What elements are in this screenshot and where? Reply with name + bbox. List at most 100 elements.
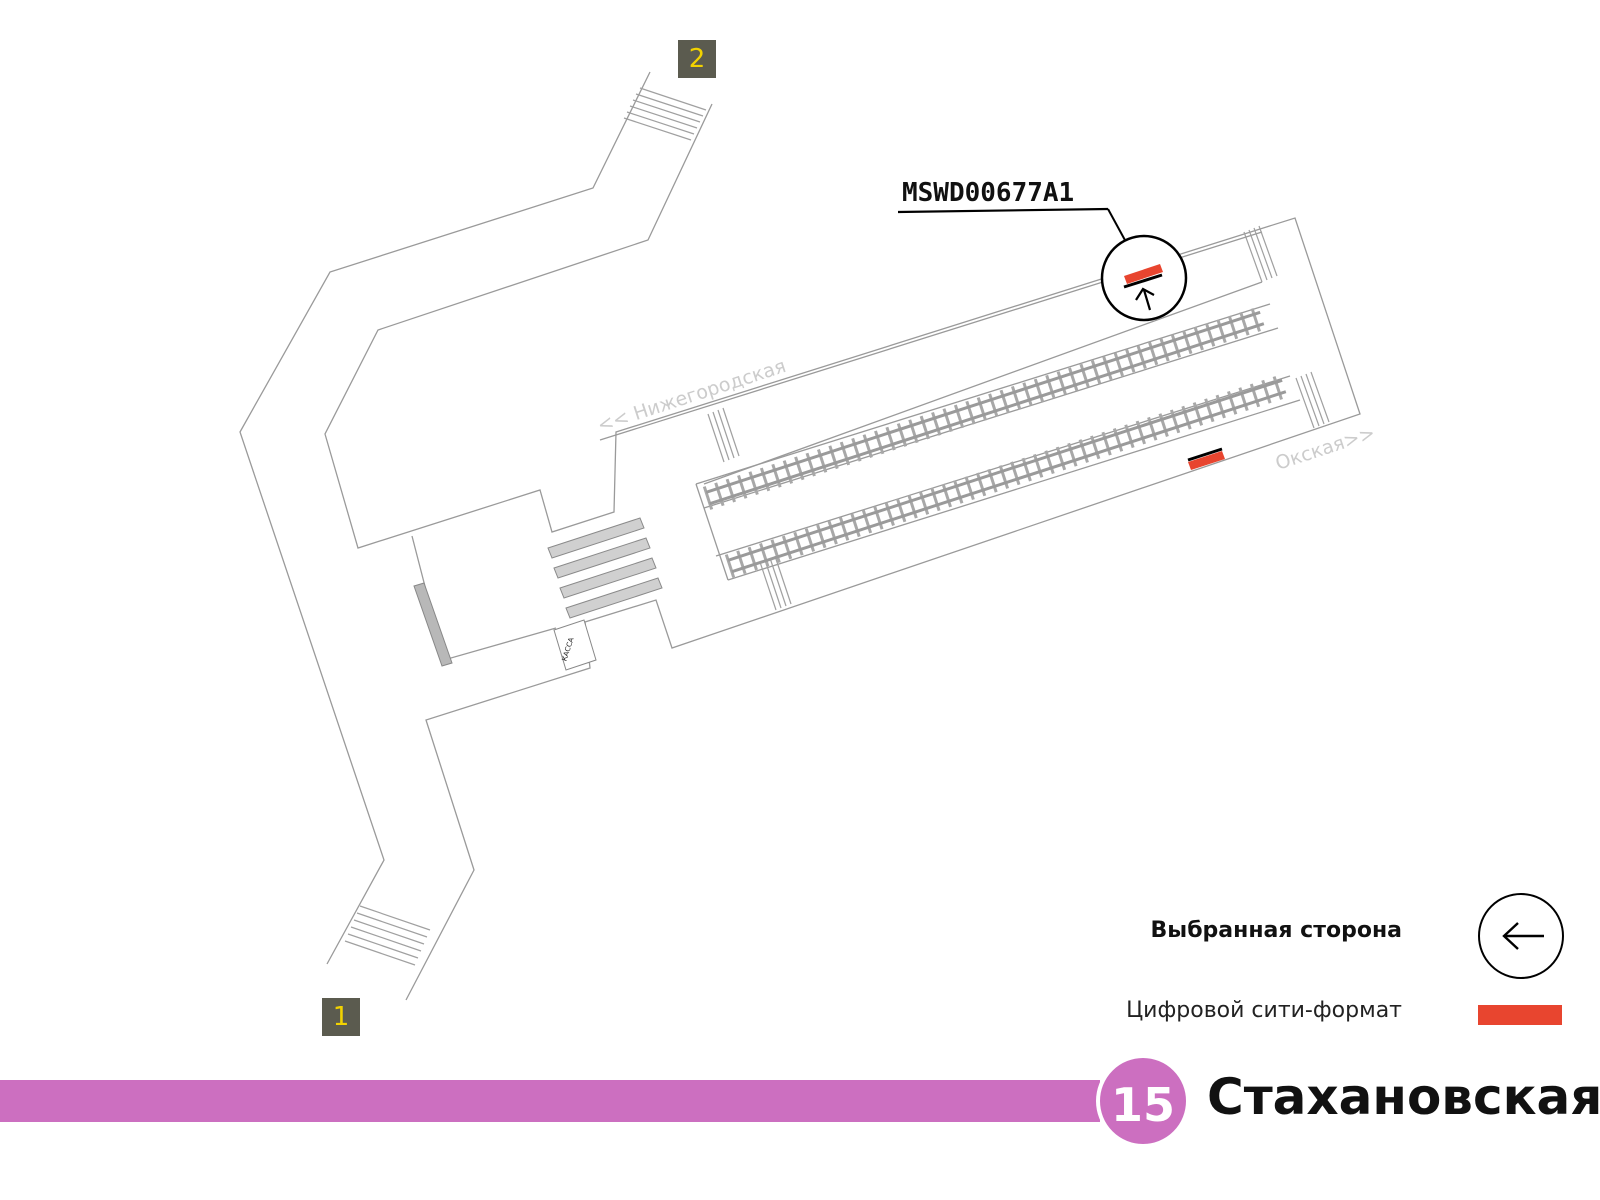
track-sleeper (1272, 376, 1283, 400)
line-number-badge: 15 (1096, 1054, 1190, 1148)
track-sleeper (1090, 360, 1102, 384)
track-sleeper (1055, 446, 1067, 471)
view-direction-arrow-icon (1135, 287, 1155, 311)
track-sleeper (931, 411, 942, 436)
turnstile-bar (413, 582, 453, 667)
direction-east-label: Окская>> (1273, 422, 1378, 475)
track-sleeper (816, 524, 827, 549)
legend-digital-format-swatch (1478, 1005, 1562, 1025)
track-sleeper (747, 546, 758, 571)
callout-leader (897, 207, 1127, 243)
track-sleeper (1022, 382, 1033, 407)
track-sleeper (737, 474, 748, 499)
track-rail (709, 322, 1265, 506)
track-sleeper (1249, 383, 1261, 408)
track-sleeper (1044, 450, 1055, 475)
corridor-outer (239, 71, 651, 965)
selected-panel-red (1124, 264, 1163, 284)
track-sleeper (1078, 439, 1089, 463)
track-sleeper (748, 471, 759, 496)
exit-2-badge[interactable]: 2 (678, 40, 716, 78)
track-sleeper (1204, 398, 1215, 423)
track-sleeper (1135, 420, 1146, 445)
track-sleeper (816, 449, 828, 473)
track-sleeper (1124, 424, 1135, 449)
track-sleeper (873, 505, 884, 530)
track-sleeper (1033, 378, 1045, 403)
stairs-platform-east-upper (1243, 225, 1278, 283)
platform-lower-edge-2 (727, 399, 1301, 581)
track-sleeper (1182, 330, 1193, 355)
track-sleeper (1261, 379, 1272, 404)
track-sleeper (1056, 371, 1067, 395)
track-sleeper (1068, 367, 1079, 392)
track-sleeper (793, 531, 804, 556)
track-sleeper (861, 509, 873, 534)
track-sleeper (1021, 457, 1032, 482)
track-sleeper (975, 472, 987, 497)
track-sleeper (771, 463, 782, 488)
track-sleeper (1170, 334, 1182, 358)
legend-digital-format-label: Цифровой сити-формат (1126, 998, 1402, 1023)
track-sleeper (862, 434, 873, 458)
track-sleeper (1147, 416, 1158, 441)
platform-lower-edge (715, 375, 1291, 557)
track-sleeper (1101, 431, 1112, 456)
track-sleeper (838, 517, 850, 541)
track-sleeper (1205, 322, 1216, 347)
platform-west-edge (695, 483, 729, 581)
track-sleeper (1010, 461, 1021, 486)
track-sleeper (1158, 413, 1169, 437)
track-sleeper (851, 437, 862, 462)
track-sleeper (896, 498, 907, 523)
track-sleeper (1193, 326, 1204, 351)
track-sleeper (804, 528, 816, 552)
selected-panel-face (1123, 273, 1163, 289)
track-sleeper (907, 494, 918, 519)
track-sleeper (874, 430, 885, 455)
digital-panel-marker[interactable] (1187, 447, 1225, 470)
track-sleeper (1169, 409, 1181, 434)
kassa-booth (553, 619, 597, 671)
track-sleeper (850, 513, 861, 538)
track-lower (724, 376, 1287, 578)
track-sleeper (782, 460, 794, 484)
track-sleeper (1112, 428, 1124, 452)
track-sleeper (976, 397, 988, 421)
track-sleeper (1033, 454, 1044, 478)
track-sleeper (1181, 405, 1192, 430)
track-sleeper (1227, 390, 1238, 415)
track-sleeper (1067, 442, 1078, 467)
track-sleeper (794, 456, 805, 481)
track-sleeper (1113, 352, 1124, 377)
track-sleeper (941, 483, 952, 508)
track-sleeper (1215, 394, 1226, 419)
stairs-platform-west-lower (759, 555, 792, 611)
track-sleeper (1011, 386, 1022, 410)
track-sleeper (919, 415, 930, 440)
exit-1-badge[interactable]: 1 (322, 998, 360, 1036)
stairs-platform-west-upper (707, 407, 740, 463)
track-sleeper (1136, 345, 1147, 369)
direction-west-label: << Нижегородская (595, 355, 789, 437)
legend-selected-side-icon (1478, 893, 1564, 979)
stairs-exit-2 (623, 87, 707, 141)
track-upper (702, 308, 1265, 510)
track-rail (705, 310, 1261, 494)
track-sleeper (770, 539, 781, 564)
legend-selected-side-label: Выбранная сторона (1150, 918, 1402, 943)
track-sleeper (999, 389, 1010, 414)
track-sleeper (1227, 315, 1239, 340)
selected-panel-callout[interactable] (1100, 234, 1188, 322)
track-sleeper (1125, 348, 1136, 373)
track-sleeper (1102, 356, 1113, 381)
track-sleeper (1239, 311, 1250, 336)
track-sleeper (896, 423, 908, 447)
track-sleeper (1216, 319, 1227, 344)
track-sleeper (953, 479, 964, 504)
station-name: Стахановская (1207, 1068, 1600, 1126)
track-sleeper (724, 554, 736, 578)
track-sleeper (1045, 374, 1056, 399)
track-sleeper (885, 426, 896, 451)
track-sleeper (1079, 363, 1090, 388)
